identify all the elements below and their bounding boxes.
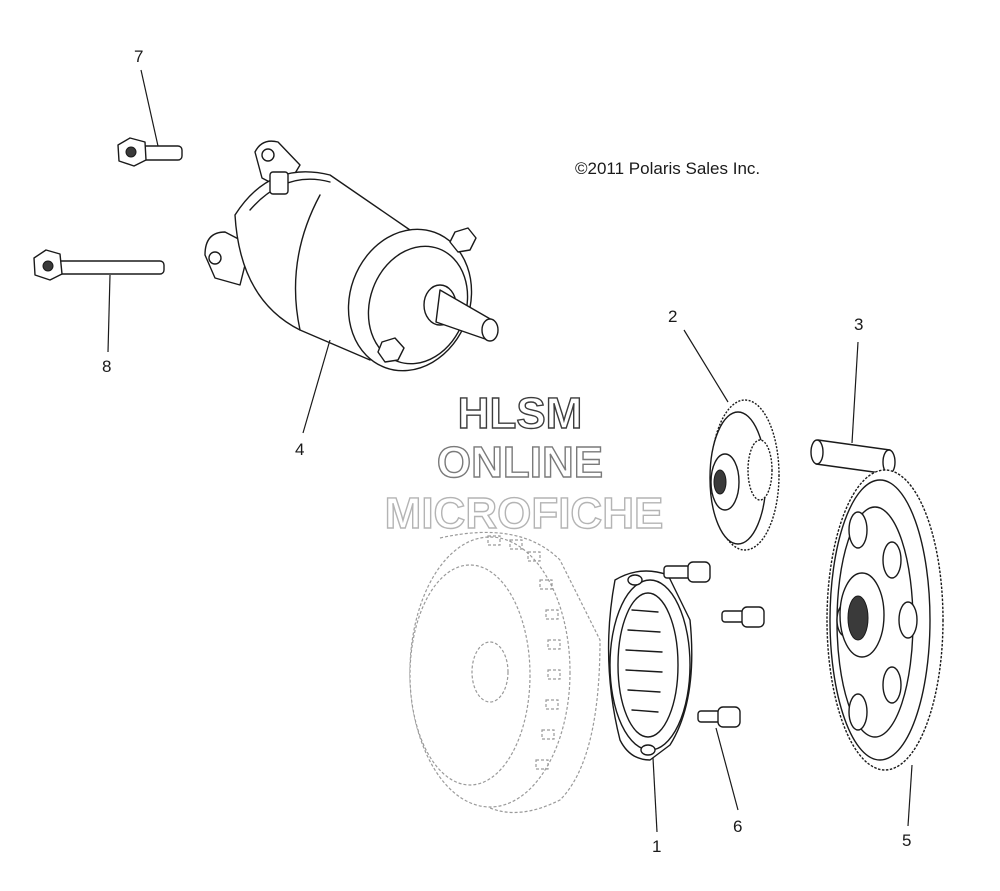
shaft-pin xyxy=(810,439,896,475)
callout-8: 8 xyxy=(102,357,111,376)
leader-1 xyxy=(652,757,658,833)
leader-8 xyxy=(107,274,111,353)
callout-7: 7 xyxy=(134,47,143,66)
callout-4: 4 xyxy=(295,440,304,459)
starter-clutch xyxy=(607,570,693,761)
leader-2 xyxy=(683,329,729,403)
callout-3: 3 xyxy=(854,315,863,334)
callout-5: 5 xyxy=(902,831,911,850)
callout-1: 1 xyxy=(652,837,661,856)
watermark-line-2: ONLINE xyxy=(437,438,603,487)
flywheel xyxy=(409,531,601,814)
flange-bolt-long xyxy=(33,249,165,281)
cap-screw xyxy=(663,561,765,728)
watermark: HLSM ONLINE MICROFICHE xyxy=(384,388,664,538)
callout-6: 6 xyxy=(733,817,742,836)
leader-3 xyxy=(851,341,859,444)
leader-7 xyxy=(140,69,159,147)
callout-2: 2 xyxy=(668,307,677,326)
leader-4 xyxy=(302,339,331,434)
leader-5 xyxy=(907,764,913,827)
leader-6 xyxy=(715,727,739,811)
flange-bolt-short xyxy=(117,137,183,167)
copyright-notice: ©2011 Polaris Sales Inc. xyxy=(575,159,760,178)
watermark-line-3: MICROFICHE xyxy=(385,489,664,538)
idler-gear xyxy=(709,399,780,551)
starter-motor xyxy=(204,140,499,372)
starter-driven-gear xyxy=(826,469,944,771)
watermark-line-1: HLSM xyxy=(458,389,583,438)
